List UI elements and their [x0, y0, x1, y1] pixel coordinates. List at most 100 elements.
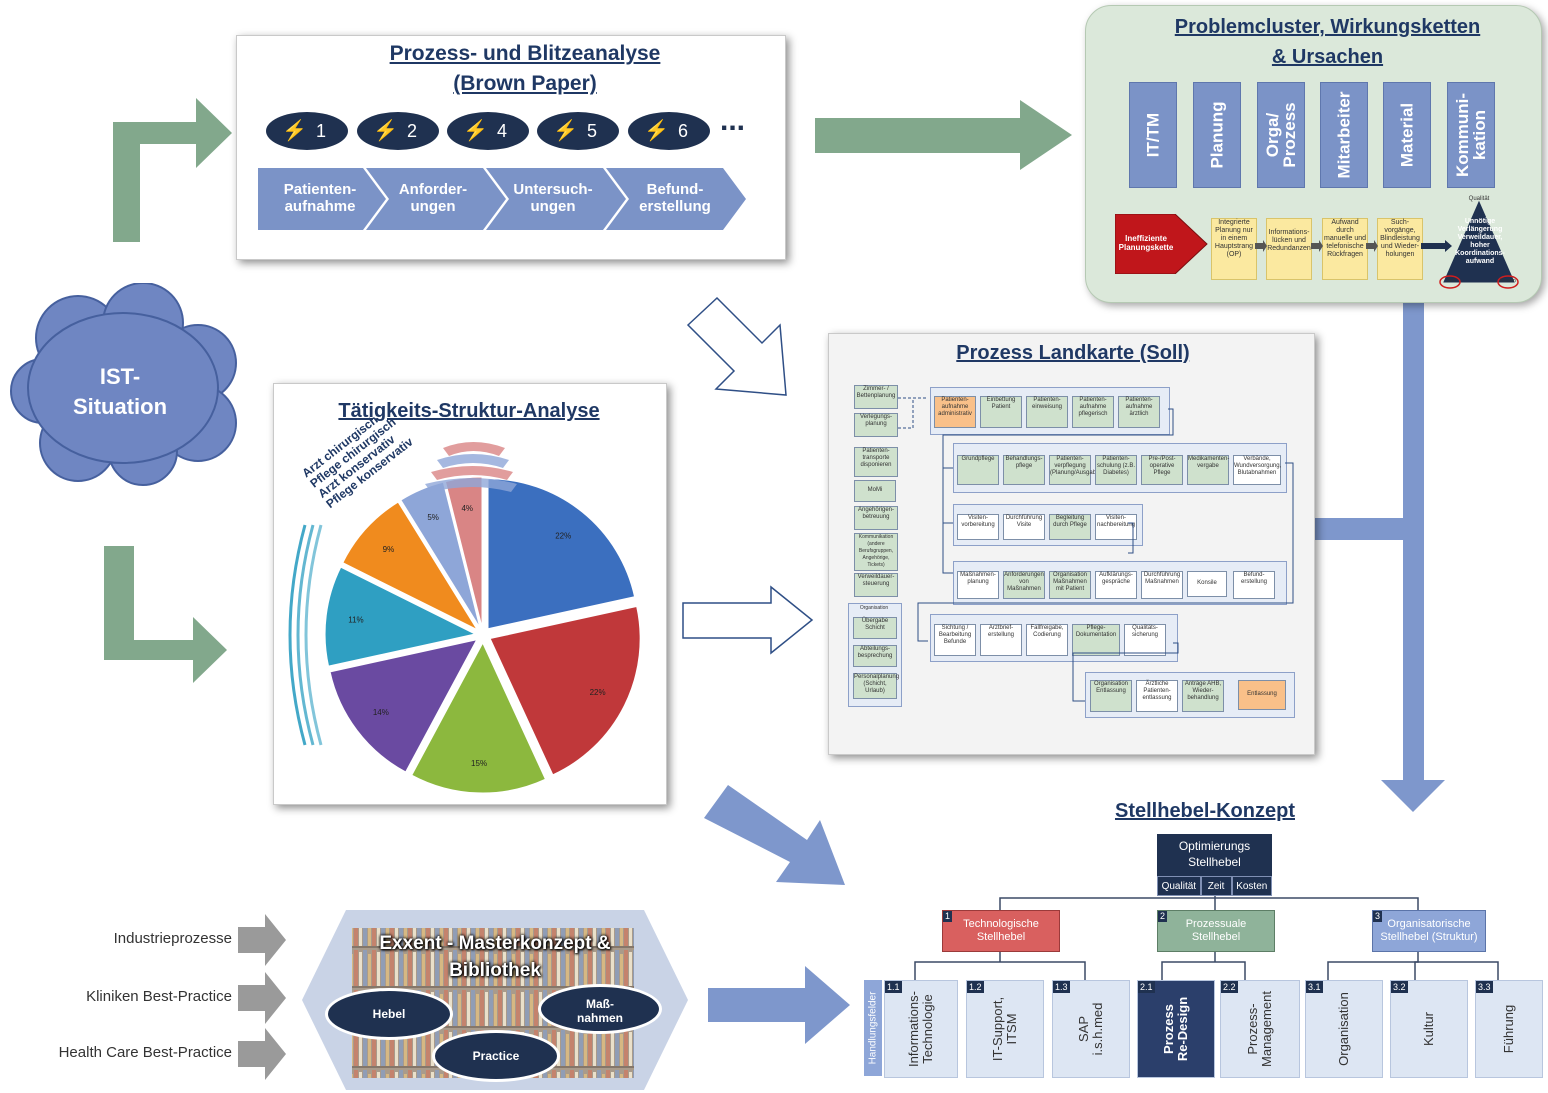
chain-start-label: Ineffiziente Planungskette: [1118, 234, 1174, 252]
step-line: Patienten-: [283, 181, 357, 198]
lever-line2: Stellhebel: [1191, 931, 1241, 943]
pie-echo-arc: [304, 524, 323, 746]
category-label: IT/TM: [1143, 112, 1163, 158]
chevron-label-1: Patienten-aufnahme: [265, 181, 375, 215]
lk-row6-box-2: Ärztliche Patienten-entlassung: [1136, 680, 1178, 712]
lk-side-7: Verweildauer-steuerung: [854, 573, 898, 597]
category-label: Kommuni- kation: [1453, 92, 1489, 178]
gray-arrow-1: [238, 914, 286, 966]
pie-data-label: 11%: [348, 615, 363, 624]
problemcluster-title: Problemcluster, Wirkungsketten & Ursache…: [1100, 12, 1548, 72]
blue-arrow-to-stellhebel-1: [704, 785, 845, 885]
handlungsfelder-label: Handlungsfelder: [867, 991, 879, 1065]
lk-row3-box-4: Visiten-nachbereitung: [1095, 514, 1137, 540]
green-arrow-to-taetigkeit: [104, 546, 227, 683]
pie-slice: [329, 639, 478, 773]
lever-index: 2: [1158, 911, 1168, 922]
pie-echo-arc: [288, 524, 307, 746]
bolt-badge-2: ⚡2: [357, 112, 439, 150]
lk-side-4: MoMi: [854, 480, 896, 502]
bolt-number: 4: [497, 121, 508, 141]
pie-slice: [489, 605, 641, 776]
lk-side-5: Angehörigen-betreuung: [854, 506, 898, 530]
field-index: 3.2: [1391, 981, 1408, 993]
category-it-tm: IT/TM: [1129, 82, 1177, 188]
pie-echo-slice: [431, 466, 513, 480]
lk-row1-box-2: Einbettung Patient: [980, 396, 1022, 428]
lk-row3-box-3: Begleitung durch Pflege: [1049, 514, 1091, 540]
pie-data-label: 4%: [461, 504, 473, 513]
chevron-4: [606, 168, 746, 230]
bolt-number: 6: [678, 121, 689, 141]
lever-line2: Stellhebel: [976, 931, 1026, 943]
chevron-label-3: Untersuch-ungen: [498, 181, 608, 215]
lk-side-1: Zimmer- / Bettenplanung: [854, 385, 898, 409]
lk-row6-box-3: Anträge AHB, Wieder-behandlung: [1182, 680, 1224, 712]
lk-org-2: Abteilungs-besprechung: [853, 645, 897, 667]
field-label: Prozess Re-Design: [1161, 996, 1190, 1062]
lk-row2-box-7: Verbände, Wundversorgung, Blutabnahmen: [1233, 455, 1281, 485]
lk-row1-box-1: Patienten-aufnahme administrativ: [934, 396, 976, 428]
quality-triangle: [1439, 200, 1519, 289]
field-index: 2.2: [1221, 981, 1238, 993]
triangle-right-label: Kosten: [1500, 278, 1516, 284]
pie-slice: [411, 641, 547, 794]
lk-row4-box-3: Organisation Maßnahmen mit Patient: [1049, 571, 1091, 599]
field-label: SAP i.s.h.med: [1076, 1002, 1105, 1056]
pie-slice: [487, 478, 636, 630]
lightning-icon: ⚡: [282, 120, 307, 142]
green-arrow-to-brownpaper: [113, 98, 232, 242]
sub-kosten: Kosten: [1231, 876, 1272, 896]
lk-row1-box-5: Patienten-aufnahme ärztlich: [1118, 396, 1160, 428]
library-title-line1: Exxent - Masterkonzept &: [379, 933, 611, 954]
lever-index: 3: [1373, 911, 1383, 922]
top-sub-row: Qualität Zeit Kosten: [1157, 876, 1272, 896]
pie-slice: [324, 566, 477, 667]
gray-arrow-2: [238, 972, 286, 1024]
stellhebel-tree-lines: [914, 890, 1499, 980]
category-label: Material: [1397, 102, 1417, 168]
stellhebel-title: Stellhebel-Konzept: [1114, 800, 1295, 822]
ist-line1: IST-: [99, 364, 141, 389]
field-index: 2.1: [1138, 981, 1155, 993]
bolt-badge-4: ⚡4: [447, 112, 529, 150]
chain-box-4: Such-vorgänge, Blindleistung und Wieder-…: [1377, 218, 1423, 280]
lk-row4-box-1: Maßnahmen-planung: [957, 571, 999, 599]
chain-start-arrow: [1115, 214, 1208, 274]
chevron-2: [366, 168, 506, 230]
lightning-icon: ⚡: [553, 120, 578, 142]
category-mitarbeiter: Mitarbeiter: [1320, 82, 1368, 188]
lk-row4-box-5: Durchführung Maßnahmen: [1141, 571, 1183, 599]
category-label: Mitarbeiter: [1334, 91, 1354, 179]
problemcluster-title-line1: Problemcluster, Wirkungsketten: [1174, 16, 1481, 38]
lk-row5-box-1: Sichtung / Bearbeitung Befunde: [934, 624, 976, 656]
lever-prozessual: 2 Prozessuale Stellhebel: [1157, 910, 1275, 952]
step-line: Untersuch-: [513, 181, 593, 198]
field-index: 3.3: [1476, 981, 1493, 993]
lk-row1-box-4: Patienten-aufnahme pflegerisch: [1072, 396, 1114, 428]
field-label: IT-Support, ITSM: [990, 996, 1019, 1062]
field-index: 3.1: [1306, 981, 1323, 993]
oval-massnahmen: Maß- nahmen: [538, 984, 662, 1034]
pie-echo-slice: [425, 478, 517, 492]
pie-data-label: 5%: [427, 513, 439, 522]
chain-end-label: Unnötige Verlängerung Verweildauer, hohe…: [1455, 218, 1505, 265]
lk-row6-box-4: Entlassung: [1238, 680, 1286, 710]
lk-org-title: Organisation: [859, 605, 889, 611]
chevron-label-2: Anforder-ungen: [378, 181, 488, 215]
lightning-icon: ⚡: [644, 120, 669, 142]
lever-organisatorisch: 3 Organisatorische Stellhebel (Struktur): [1372, 910, 1486, 952]
lk-row1-box-3: Patienten-einweisung: [1026, 396, 1068, 428]
bolt-badge-1: ⚡1: [266, 112, 348, 150]
pie-data-label: 9%: [383, 545, 395, 554]
sub-qualitaet: Qualität: [1157, 876, 1201, 896]
lever-technologisch: 1 Technologische Stellhebel: [942, 910, 1060, 952]
bolt-ellipsis: ...: [720, 104, 746, 137]
bolt-badge-6: ⚡6: [628, 112, 710, 150]
category-label: Orga/ Prozess: [1263, 102, 1299, 168]
